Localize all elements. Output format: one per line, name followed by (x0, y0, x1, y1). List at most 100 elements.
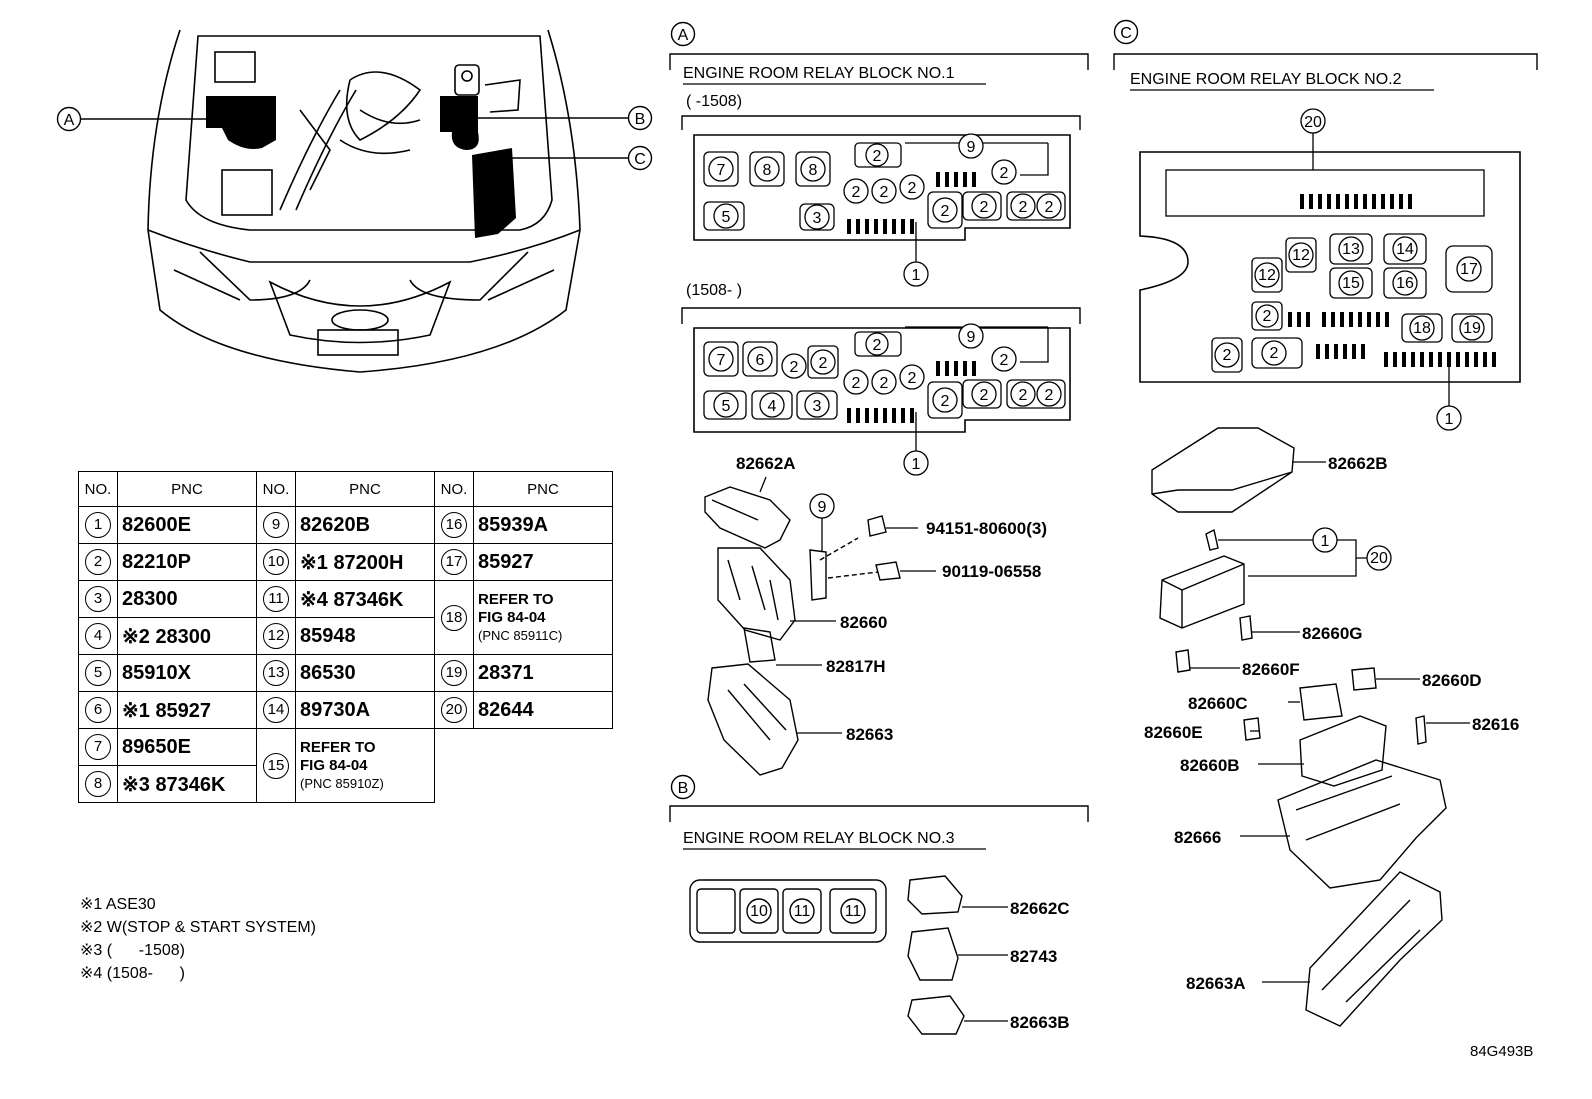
pnc-cell: ※1 87200H (295, 543, 435, 581)
row-number: 1 (85, 512, 111, 538)
table-row: 1 82600E 9 82620B 16 85939A (78, 506, 613, 544)
section-a-title: ENGINE ROOM RELAY BLOCK NO.1 (683, 65, 955, 82)
svg-text:2: 2 (1223, 347, 1232, 364)
svg-text:18: 18 (1413, 320, 1431, 337)
svg-text:2: 2 (1019, 199, 1028, 216)
svg-text:2: 2 (852, 184, 861, 201)
row-number: 12 (263, 623, 289, 649)
svg-text:5: 5 (722, 398, 731, 415)
pnc-cell: 82600E (117, 506, 257, 544)
part-94151-80600: 94151-80600(3) (926, 519, 1047, 538)
row-number: 6 (85, 697, 111, 723)
part-82663B: 82663B (1010, 1013, 1070, 1032)
footnote: ※1 ASE30 (80, 896, 156, 913)
svg-text:2: 2 (908, 180, 917, 197)
svg-text:12: 12 (1258, 267, 1276, 284)
part-82660E: 82660E (1144, 723, 1203, 742)
svg-text:20: 20 (1304, 114, 1322, 131)
pnc-cell: 86530 (295, 654, 435, 692)
svg-text:8: 8 (809, 162, 818, 179)
row-number: 5 (85, 660, 111, 686)
table-row: 8 ※3 87346K (78, 765, 613, 803)
part-82660G: 82660G (1302, 624, 1363, 643)
footnote: ※4 (1508- ) (80, 965, 185, 982)
pnc-cell: 85939A (473, 506, 613, 544)
pnc-cell: 82644 (473, 691, 613, 729)
svg-text:8: 8 (763, 162, 772, 179)
part-82660C: 82660C (1188, 694, 1248, 713)
part-82662A: 82662A (736, 454, 796, 473)
svg-text:3: 3 (813, 398, 822, 415)
svg-text:2: 2 (1019, 387, 1028, 404)
table-row: 4 ※2 28300 12 85948 (78, 617, 613, 655)
table-row: 6 ※1 85927 14 89730A 20 82644 (78, 691, 613, 729)
svg-text:C: C (634, 151, 646, 168)
section-c-title: ENGINE ROOM RELAY BLOCK NO.2 (1130, 71, 1402, 88)
pnc-cell: ※1 85927 (117, 691, 257, 729)
pnc-cell: 28300 (117, 580, 257, 618)
row-number: 10 (263, 549, 289, 575)
svg-text:C: C (1120, 25, 1132, 42)
svg-text:5: 5 (722, 209, 731, 226)
svg-text:10: 10 (750, 903, 768, 920)
relay-block-no3 (689, 879, 887, 943)
relay-block-b-location (440, 96, 479, 150)
svg-text:19: 19 (1463, 320, 1481, 337)
range-after-label: (1508- ) (686, 282, 742, 299)
svg-text:2: 2 (873, 337, 882, 354)
svg-text:2: 2 (1000, 165, 1009, 182)
pnc-cell: 85948 (295, 617, 435, 655)
exploded-parts-a (704, 486, 901, 776)
pnc-cell: ※4 87346K (295, 580, 435, 618)
pnc-table: NO. PNC NO. PNC NO. PNC 1 82600E 9 82620… (78, 471, 613, 803)
range-before-label: ( -1508) (686, 93, 742, 110)
svg-text:2: 2 (852, 375, 861, 392)
svg-text:2: 2 (980, 199, 989, 216)
pnc-cell: 28371 (473, 654, 613, 692)
row-number: 2 (85, 549, 111, 575)
svg-text:14: 14 (1396, 241, 1414, 258)
svg-text:20: 20 (1370, 550, 1388, 567)
section-c: C ENGINE ROOM RELAY BLOCK NO.2 20 (1113, 19, 1538, 1027)
part-82817H: 82817H (826, 657, 886, 676)
part-82743: 82743 (1010, 947, 1057, 966)
relay-block-c-location (472, 148, 516, 238)
pnc-cell: 82210P (117, 543, 257, 581)
part-82666: 82666 (1174, 828, 1221, 847)
svg-text:9: 9 (967, 139, 976, 156)
row-number: 9 (263, 512, 289, 538)
svg-text:2: 2 (790, 359, 799, 376)
svg-text:7: 7 (717, 162, 726, 179)
row-number: 11 (263, 586, 289, 612)
svg-text:2: 2 (1045, 387, 1054, 404)
pnc-cell: ※3 87346K (117, 765, 257, 803)
svg-text:2: 2 (1263, 308, 1272, 325)
callout-c-right: C (512, 145, 653, 171)
row-number: 18 (441, 604, 467, 631)
svg-text:2: 2 (980, 387, 989, 404)
part-82660B: 82660B (1180, 756, 1240, 775)
part-82616: 82616 (1472, 715, 1519, 734)
svg-text:2: 2 (880, 375, 889, 392)
exploded-parts-c (1151, 427, 1447, 1027)
svg-text:2: 2 (1000, 352, 1009, 369)
svg-text:2: 2 (1270, 345, 1279, 362)
svg-text:4: 4 (768, 398, 777, 415)
engine-bay-illustration (147, 29, 581, 373)
section-a: A ENGINE ROOM RELAY BLOCK NO.1 ( -1508) (669, 21, 1089, 776)
footnote: ※3 ( -1508) (80, 942, 185, 959)
row-number: 17 (441, 549, 467, 575)
row-number: 4 (85, 623, 111, 649)
callout-9-a: 9 (809, 493, 835, 552)
svg-text:3: 3 (813, 210, 822, 227)
svg-text:12: 12 (1292, 247, 1310, 264)
row-number: 15 (263, 752, 289, 779)
svg-text:1: 1 (912, 267, 921, 284)
row-number: 16 (441, 512, 467, 538)
footnotes: ※1 ASE30 ※2 W(STOP & START SYSTEM) ※3 ( … (80, 893, 316, 985)
svg-text:2: 2 (941, 393, 950, 410)
